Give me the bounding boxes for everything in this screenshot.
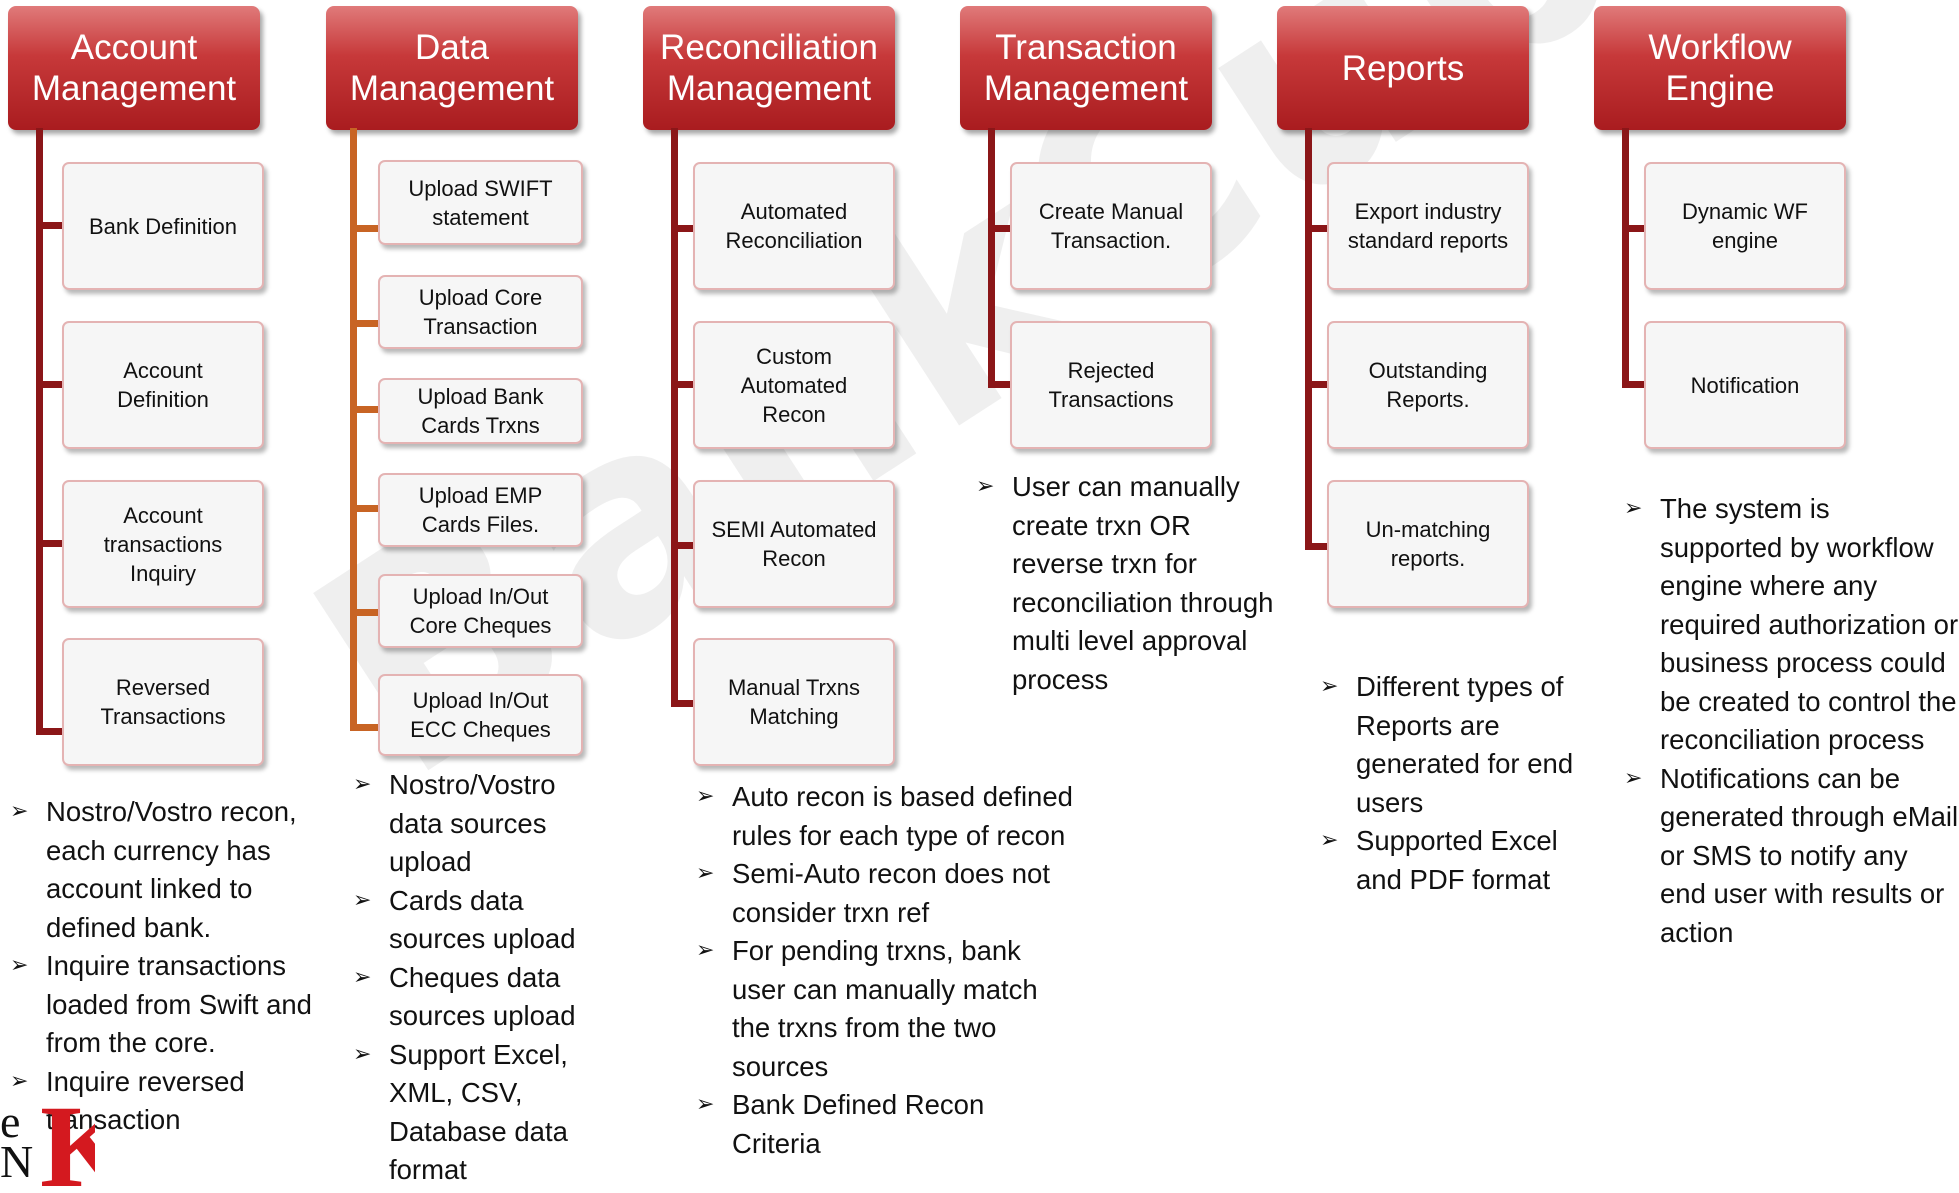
item-upload-core-transaction[interactable]: Upload Core Transaction [378, 275, 583, 349]
header-reconciliation-management: Reconciliation Management [643, 6, 895, 130]
notes-workflow-engine: The system is supported by workflow engi… [1624, 490, 1959, 952]
note: Cards data sources upload [353, 882, 603, 959]
logo-letter: e [0, 1102, 21, 1147]
item-outstanding-reports[interactable]: Outstanding Reports. [1327, 321, 1529, 449]
header-reports: Reports [1277, 6, 1529, 130]
item-upload-core-cheques[interactable]: Upload In/Out Core Cheques [378, 574, 583, 648]
connector-trunk [671, 128, 678, 706]
connector-branch [671, 542, 699, 549]
item-upload-swift-statement[interactable]: Upload SWIFT statement [378, 160, 583, 245]
column-reconciliation-management: Reconciliation Management Automated Reco… [635, 0, 1073, 1193]
connector-branch [350, 225, 378, 232]
connector-branch [350, 724, 378, 731]
note: Semi-Auto recon does not consider trxn r… [696, 855, 1076, 932]
header-transaction-management: Transaction Management [960, 6, 1212, 130]
notes-reconciliation-management: Auto recon is based defined rules for ea… [696, 778, 1076, 1163]
company-logo: e N K [0, 1102, 95, 1193]
note: For pending trxns, bank user can manuall… [696, 932, 1076, 1086]
item-notification[interactable]: Notification [1644, 321, 1846, 449]
header-account-management: Account Management [8, 6, 260, 130]
notes-reports: Different types of Reports are generated… [1320, 668, 1600, 899]
connector-branch [988, 381, 1016, 388]
item-upload-emp-cards-files[interactable]: Upload EMP Cards Files. [378, 473, 583, 547]
note: User can manually create trxn OR reverse… [976, 468, 1276, 699]
header-workflow-engine: Workflow Engine [1594, 6, 1846, 130]
item-rejected-transactions[interactable]: Rejected Transactions [1010, 321, 1212, 449]
connector-branch [350, 609, 378, 616]
connector-branch [36, 540, 64, 547]
column-reports: Reports Export industry standard reports… [1269, 0, 1589, 1193]
item-account-transactions-inquiry[interactable]: Account transactions Inquiry [62, 480, 264, 608]
item-export-industry-standard-reports[interactable]: Export industry standard reports [1327, 162, 1529, 290]
item-reversed-transactions[interactable]: Reversed Transactions [62, 638, 264, 766]
connector-branch [671, 225, 699, 232]
note: Cheques data sources upload [353, 959, 603, 1036]
connector-trunk [36, 128, 43, 734]
note: Nostro/Vostro data sources upload [353, 766, 603, 882]
connector-branch [36, 381, 64, 388]
connector-branch [988, 225, 1016, 232]
connector-trunk [1622, 128, 1629, 387]
item-dynamic-wf-engine[interactable]: Dynamic WF engine [1644, 162, 1846, 290]
note: Support Excel, XML, CSV, Database data f… [353, 1036, 603, 1190]
column-account-management: Account Management Bank Definition Accou… [0, 0, 320, 1193]
note: Different types of Reports are generated… [1320, 668, 1600, 822]
note: Auto recon is based defined rules for ea… [696, 778, 1076, 855]
connector-branch [671, 700, 699, 707]
connector-branch [36, 728, 64, 735]
connector-trunk [350, 128, 357, 731]
note: Bank Defined Recon Criteria [696, 1086, 1076, 1163]
connector-branch [1622, 381, 1650, 388]
note: Inquire transactions loaded from Swift a… [10, 947, 340, 1063]
notes-transaction-management: User can manually create trxn OR reverse… [976, 468, 1276, 699]
item-bank-definition[interactable]: Bank Definition [62, 162, 264, 290]
item-manual-trxns-matching[interactable]: Manual Trxns Matching [693, 638, 895, 766]
notes-account-management: Nostro/Vostro recon, each currency has a… [10, 793, 340, 1140]
connector-trunk [1305, 128, 1312, 549]
notes-data-management: Nostro/Vostro data sources upload Cards … [353, 766, 603, 1190]
item-upload-ecc-cheques[interactable]: Upload In/Out ECC Cheques [378, 674, 583, 756]
connector-branch [36, 222, 64, 229]
note: Nostro/Vostro recon, each currency has a… [10, 793, 340, 947]
item-custom-automated-recon[interactable]: Custom Automated Recon [693, 321, 895, 449]
note: Notifications can be generated through e… [1624, 760, 1959, 953]
logo-letter-k: K [40, 1102, 95, 1193]
item-automated-reconciliation[interactable]: Automated Reconciliation [693, 162, 895, 290]
note: Supported Excel and PDF format [1320, 822, 1600, 899]
item-semi-automated-recon[interactable]: SEMI Automated Recon [693, 480, 895, 608]
connector-branch [671, 381, 699, 388]
item-create-manual-transaction[interactable]: Create Manual Transaction. [1010, 162, 1212, 290]
connector-trunk [988, 128, 995, 387]
item-account-definition[interactable]: Account Definition [62, 321, 264, 449]
item-upload-bank-cards-trxns[interactable]: Upload Bank Cards Trxns [378, 378, 583, 444]
note: Inquire reversed transaction [10, 1063, 340, 1140]
column-workflow-engine: Workflow Engine Dynamic WF engine Notifi… [1586, 0, 1958, 1193]
column-transaction-management: Transaction Management Create Manual Tra… [952, 0, 1273, 1193]
connector-branch [1305, 381, 1333, 388]
connector-branch [350, 406, 378, 413]
item-un-matching-reports[interactable]: Un-matching reports. [1327, 480, 1529, 608]
connector-branch [350, 320, 378, 327]
connector-branch [1305, 225, 1333, 232]
connector-branch [1305, 543, 1333, 550]
header-data-management: Data Management [326, 6, 578, 130]
logo-letter: N [0, 1136, 34, 1187]
connector-branch [350, 505, 378, 512]
column-data-management: Data Management Upload SWIFT statement U… [0, 0, 583, 1193]
connector-branch [1622, 225, 1650, 232]
note: The system is supported by workflow engi… [1624, 490, 1959, 760]
